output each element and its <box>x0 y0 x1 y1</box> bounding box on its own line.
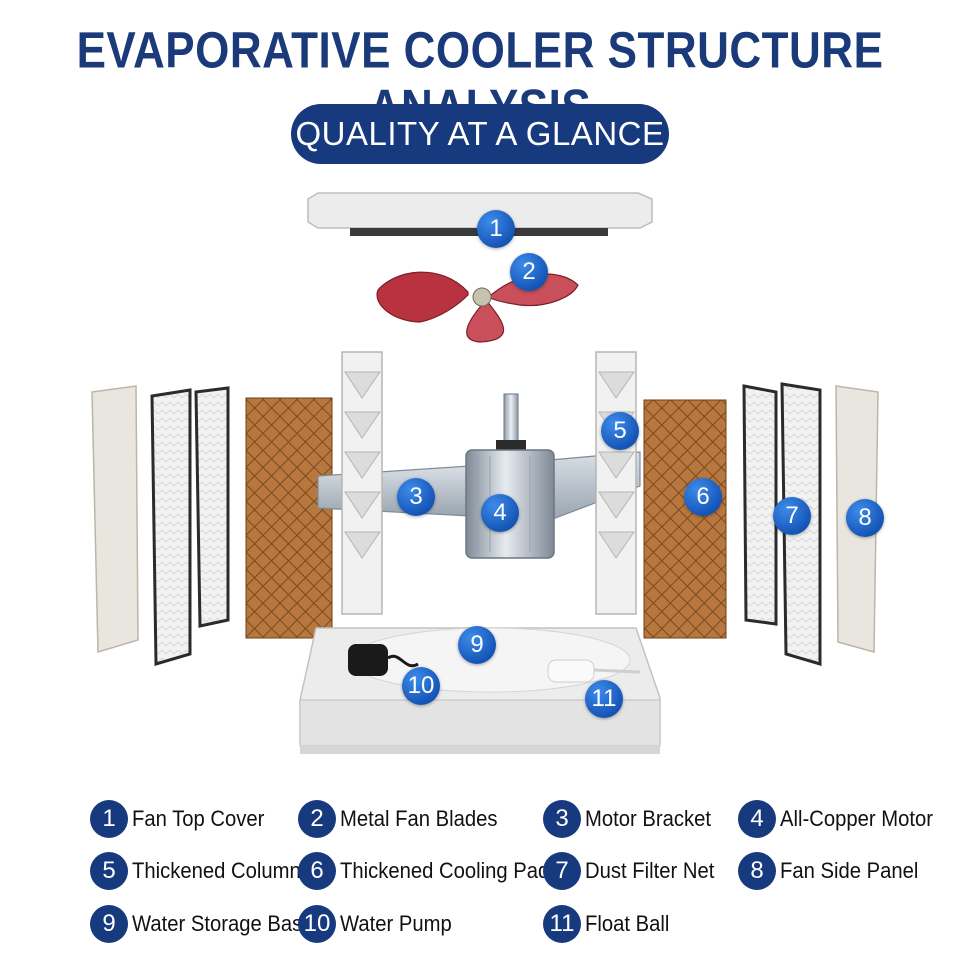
legend-item-float-ball: 11 Float Ball <box>543 904 677 944</box>
legend-label: Dust Filter Net <box>585 858 715 883</box>
marker-10: 10 <box>402 667 440 705</box>
legend-label: Water Pump <box>340 911 452 936</box>
legend-number: 4 <box>738 800 776 838</box>
legend-label: Thickened Column <box>132 858 301 883</box>
legend-number: 11 <box>543 905 581 943</box>
legend-number: 7 <box>543 852 581 890</box>
legend-item-metal-fan-blades: 2 Metal Fan Blades <box>298 799 511 839</box>
side-panel-left <box>91 385 139 654</box>
legend-label: Fan Side Panel <box>780 858 919 883</box>
legend-item-dust-filter-net: 7 Dust Filter Net <box>543 851 726 891</box>
filter-net-right-1 <box>742 384 778 626</box>
legend-item-thickened-cooling-pad: 6 Thickened Cooling Pad <box>298 851 567 891</box>
marker-5: 5 <box>601 412 639 450</box>
marker-1: 1 <box>477 210 515 248</box>
legend-label: Metal Fan Blades <box>340 806 498 831</box>
legend-label: Water Storage Base <box>132 911 314 936</box>
water-pump <box>348 644 419 676</box>
legend-label: All-Copper Motor <box>780 806 933 831</box>
legend-item-motor-bracket: 3 Motor Bracket <box>543 799 722 839</box>
legend-number: 1 <box>90 800 128 838</box>
cooling-pad-left <box>245 397 333 639</box>
legend-number: 3 <box>543 800 581 838</box>
marker-4: 4 <box>481 494 519 532</box>
legend-item-water-pump: 10 Water Pump <box>298 904 461 944</box>
marker-6: 6 <box>684 478 722 516</box>
marker-7: 7 <box>773 497 811 535</box>
column-left <box>341 351 383 615</box>
legend-item-fan-top-cover: 1 Fan Top Cover <box>90 799 276 839</box>
column-right <box>595 351 637 615</box>
legend-number: 8 <box>738 852 776 890</box>
marker-11: 11 <box>585 680 623 718</box>
marker-2: 2 <box>510 253 548 291</box>
cooling-pad-right <box>643 399 727 639</box>
legend-number: 5 <box>90 852 128 890</box>
legend-label: Fan Top Cover <box>132 806 265 831</box>
filter-net-left-1 <box>150 388 192 666</box>
float-ball <box>547 659 641 683</box>
legend-item-all-copper-motor: 4 All-Copper Motor <box>738 799 946 839</box>
fan-blades <box>376 271 579 343</box>
legend-item-water-storage-base: 9 Water Storage Base <box>90 904 329 944</box>
marker-8: 8 <box>846 499 884 537</box>
legend-number: 2 <box>298 800 336 838</box>
subtitle-banner: QUALITY AT A GLANCE <box>291 104 669 164</box>
filter-net-left-2 <box>194 386 230 628</box>
exploded-diagram <box>91 192 879 754</box>
legend-number: 9 <box>90 905 128 943</box>
legend-number: 10 <box>298 905 336 943</box>
legend-item-thickened-column: 5 Thickened Column <box>90 851 315 891</box>
marker-3: 3 <box>397 478 435 516</box>
legend-label: Thickened Cooling Pad <box>340 858 550 883</box>
legend-item-fan-side-panel: 8 Fan Side Panel <box>738 851 930 891</box>
legend-number: 6 <box>298 852 336 890</box>
marker-9: 9 <box>458 626 496 664</box>
legend-label: Motor Bracket <box>585 806 711 831</box>
legend-label: Float Ball <box>585 911 670 936</box>
motor <box>465 393 555 559</box>
